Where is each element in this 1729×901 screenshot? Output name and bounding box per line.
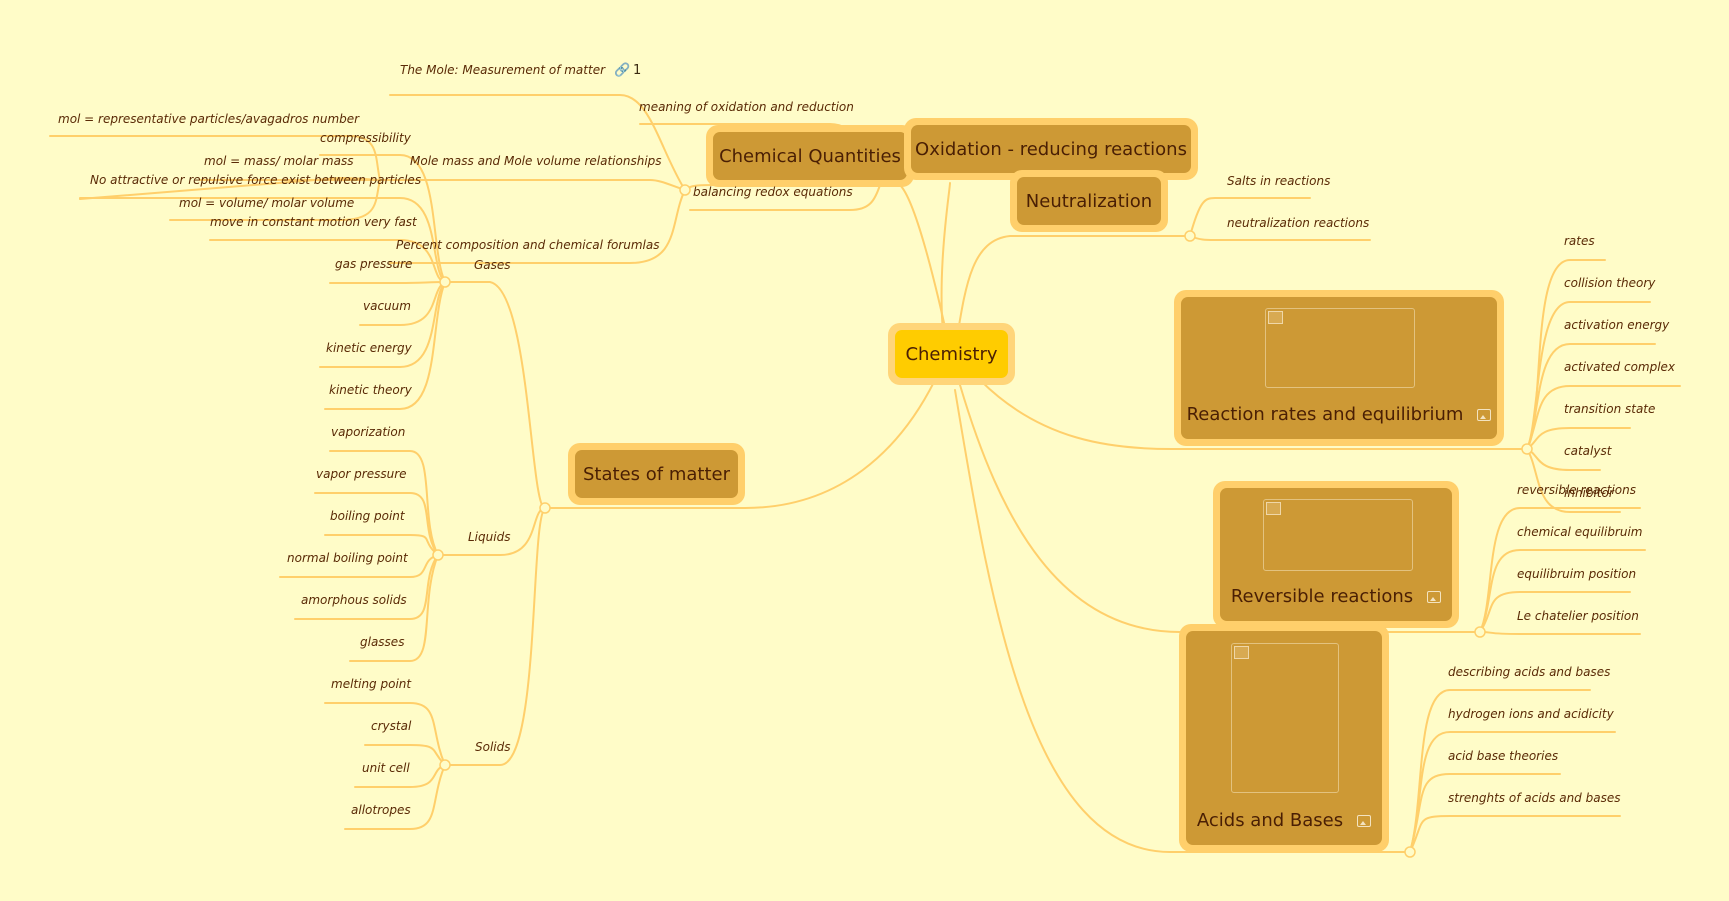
topic-label: Reversible reactions: [1230, 586, 1414, 607]
link-chemistry-reaction-rates: [979, 379, 1528, 451]
leaf-rates-child[interactable]: rates: [1564, 234, 1595, 248]
leaf-balancing-redox[interactable]: balancing redox equations: [693, 185, 853, 199]
leaf-liquids[interactable]: Liquids: [468, 530, 511, 544]
topic-label: Reaction rates and equilibrium: [1186, 404, 1464, 425]
leaf-gas-child[interactable]: move in constant motion very fast: [210, 215, 417, 229]
leaf-salts[interactable]: Salts in reactions: [1227, 174, 1331, 188]
leaf-liquid-child[interactable]: vapor pressure: [316, 467, 407, 481]
leaf-reversible-child[interactable]: equilibruim position: [1517, 567, 1637, 581]
leaf-acids-child[interactable]: acid base theories: [1448, 749, 1559, 763]
topic-image-placeholder: [1263, 499, 1413, 571]
leaf-rates-child[interactable]: transition state: [1564, 402, 1656, 416]
leaf-liquid-child[interactable]: boiling point: [330, 509, 405, 523]
topic-neutralization[interactable]: Neutralization: [1010, 170, 1168, 232]
leaf-formula-2[interactable]: mol = mass/ molar mass: [204, 154, 354, 168]
leaf-acids-child[interactable]: describing acids and bases: [1448, 665, 1611, 679]
link-chemistry-acids: [954, 389, 1411, 853]
leaf-rates-child[interactable]: activated complex: [1564, 360, 1676, 374]
image-icon[interactable]: [1477, 408, 1492, 421]
leaf-acids-child[interactable]: hydrogen ions and acidicity: [1448, 707, 1614, 721]
leaf-formula-1[interactable]: mol = representative particles/avagadros…: [58, 112, 360, 126]
leaf-solid-child[interactable]: melting point: [331, 677, 412, 691]
leaf-liquid-child[interactable]: amorphous solids: [301, 593, 407, 607]
central-topic[interactable]: Chemistry: [888, 323, 1015, 385]
link-count: 1: [633, 63, 642, 78]
leaf-gases[interactable]: Gases: [474, 258, 511, 272]
leaf-reversible-child[interactable]: chemical equilibruim: [1517, 525, 1643, 539]
leaf-solid-child[interactable]: allotropes: [351, 803, 411, 817]
leaf-mole[interactable]: The Mole: Measurement of matter: [400, 63, 606, 77]
hub-liquids: [432, 549, 444, 561]
leaf-oxidation-meaning[interactable]: meaning of oxidation and reduction: [639, 100, 854, 114]
topic-label: Acids and Bases: [1196, 810, 1344, 831]
topic-reaction-rates[interactable]: Reaction rates and equilibrium: [1174, 290, 1504, 446]
topic-acids-and-bases[interactable]: Acids and Bases: [1179, 624, 1389, 852]
topic-image-placeholder: [1265, 308, 1415, 388]
hub-rates: [1521, 443, 1533, 455]
topic-label: Chemical Quantities: [713, 132, 907, 180]
leaf-rates-child[interactable]: catalyst: [1564, 444, 1612, 458]
leaf-acids-child[interactable]: strenghts of acids and bases: [1448, 791, 1621, 805]
leaf-solid-child[interactable]: crystal: [371, 719, 412, 733]
leaf-formula-3[interactable]: mol = volume/ molar volume: [179, 196, 355, 210]
topic-chemical-quantities[interactable]: Chemical Quantities: [706, 125, 914, 187]
leaf-gas-child[interactable]: compressibility: [320, 131, 411, 145]
leaf-rates-child[interactable]: activation energy: [1564, 318, 1670, 332]
topic-states-of-matter[interactable]: States of matter: [568, 443, 745, 505]
leaf-liquid-child[interactable]: glasses: [360, 635, 405, 649]
hub-neutralization: [1184, 230, 1196, 242]
leaf-reversible-child[interactable]: reversible reactions: [1517, 483, 1636, 497]
link-icon[interactable]: 🔗: [614, 63, 631, 78]
leaf-solids[interactable]: Solids: [475, 740, 511, 754]
leaf-rates-child[interactable]: collision theory: [1564, 276, 1656, 290]
link-chemistry-states: [544, 379, 936, 509]
leaf-percent-composition[interactable]: Percent composition and chemical forumla…: [396, 238, 660, 252]
topic-label: Neutralization: [1017, 177, 1161, 225]
leaf-liquid-child[interactable]: vaporization: [331, 425, 406, 439]
leaf-gas-child[interactable]: vacuum: [363, 299, 411, 313]
image-icon[interactable]: [1427, 590, 1442, 603]
hub-states: [539, 502, 551, 514]
topic-label: Oxidation - reducing reactions: [911, 125, 1191, 173]
hub-gases: [439, 276, 451, 288]
topic-image-placeholder: [1231, 643, 1339, 793]
topic-label: States of matter: [575, 450, 738, 498]
leaf-neutralization-reactions[interactable]: neutralization reactions: [1227, 216, 1370, 230]
link-chemistry-reversible: [959, 384, 1481, 633]
topic-oxidation[interactable]: Oxidation - reducing reactions: [904, 118, 1198, 180]
leaf-mole-mass-volume[interactable]: Mole mass and Mole volume relationships: [410, 154, 662, 168]
leaf-solid-child[interactable]: unit cell: [362, 761, 410, 775]
topic-reversible-reactions[interactable]: Reversible reactions: [1213, 481, 1459, 628]
leaf-reversible-child[interactable]: Le chatelier position: [1517, 609, 1639, 623]
hub-reversible: [1474, 626, 1486, 638]
leaf-gas-child[interactable]: No attractive or repulsive force exist b…: [90, 173, 422, 187]
leaf-gas-child[interactable]: gas pressure: [335, 257, 413, 271]
central-topic-label: Chemistry: [895, 330, 1008, 378]
leaf-rates-child[interactable]: inhibitor: [1564, 486, 1614, 500]
hub-acids: [1404, 846, 1416, 858]
hub-solids: [439, 759, 451, 771]
image-icon[interactable]: [1357, 814, 1372, 827]
leaf-gas-child[interactable]: kinetic theory: [329, 383, 412, 397]
hub-cq: [679, 184, 691, 196]
leaf-liquid-child[interactable]: normal boiling point: [287, 551, 408, 565]
leaf-gas-child[interactable]: kinetic energy: [326, 341, 412, 355]
